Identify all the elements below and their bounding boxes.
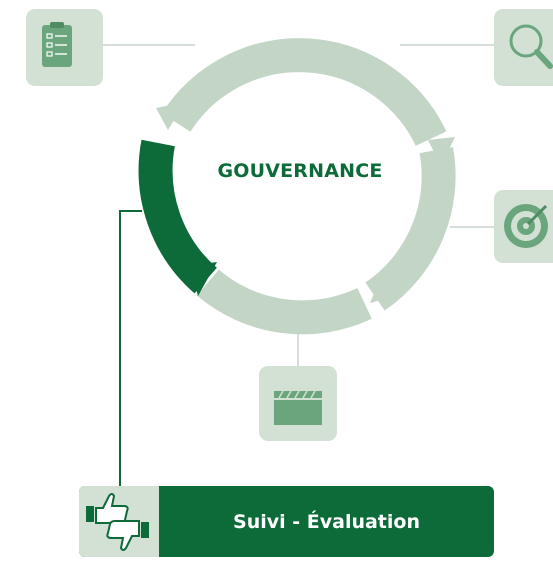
thumbs-up-down-icon (86, 493, 149, 551)
step-target[interactable] (494, 190, 553, 263)
cycle-ring (161, 38, 456, 335)
step-banner-suivi-evaluation[interactable]: Suivi - Évaluation (79, 486, 494, 557)
banner-label: Suivi - Évaluation (233, 510, 420, 533)
step-checklist[interactable] (26, 9, 103, 86)
ring-segment-right (365, 147, 456, 311)
active-leader-line (119, 210, 142, 490)
magnifier-icon (509, 24, 553, 69)
ring-arrow-bottom (370, 279, 396, 303)
step-magnifier[interactable] (494, 9, 553, 86)
step-clapperboard[interactable] (259, 366, 337, 441)
ring-arrow-active (190, 262, 217, 296)
ring-segment-bottom (196, 269, 372, 335)
banner-icon-tile (79, 486, 159, 557)
center-title: GOUVERNANCE (217, 160, 383, 182)
target-icon (504, 204, 548, 248)
clapperboard-icon (274, 390, 322, 425)
ring-segment-top (161, 38, 447, 147)
ring-arrow-top (156, 102, 185, 130)
checklist-icon (42, 22, 72, 67)
ring-arrow-right (428, 137, 455, 166)
